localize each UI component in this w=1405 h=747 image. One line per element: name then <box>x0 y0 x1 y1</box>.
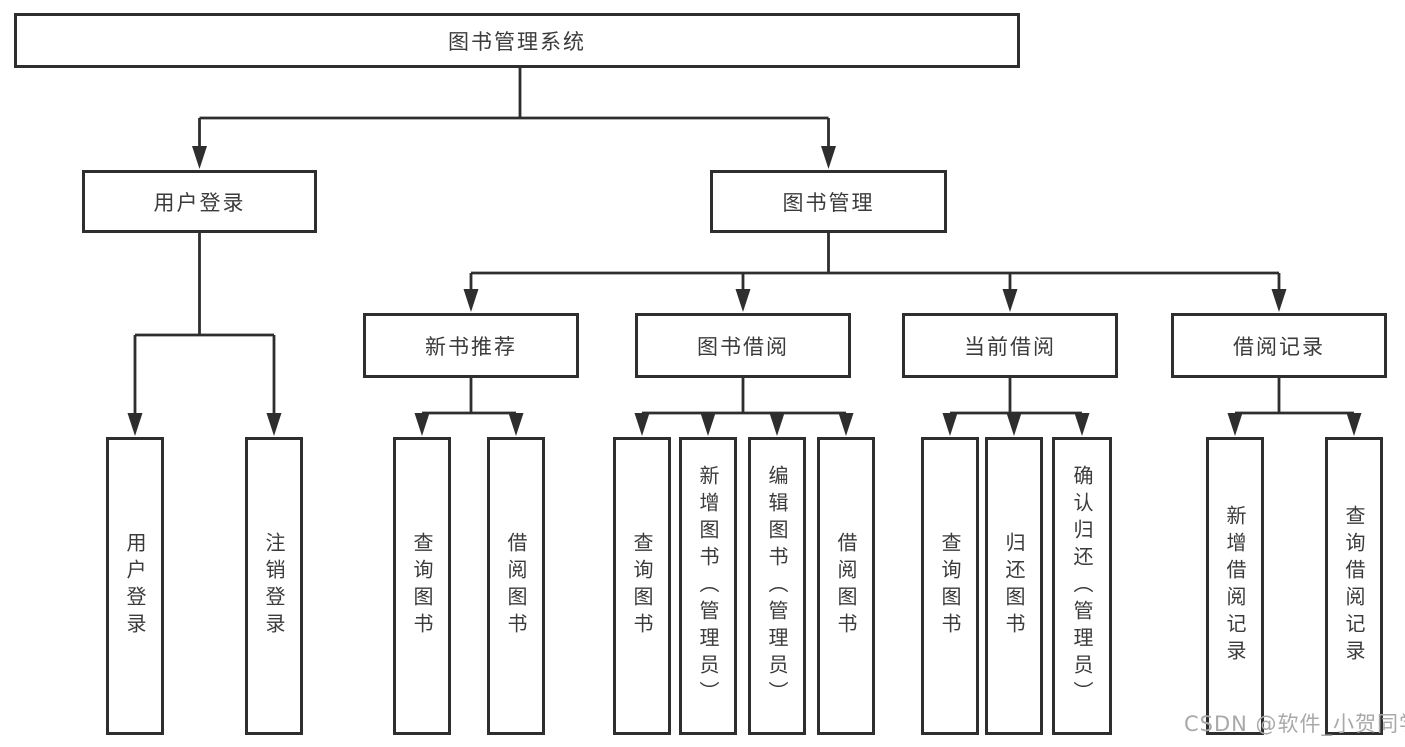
leaf-records-add-borrow-record: 新增借阅记录 <box>1206 437 1264 735</box>
node-book-management: 图书管理 <box>710 170 947 233</box>
leaf-newbook-borrow-books: 借阅图书 <box>487 437 545 735</box>
csdn-watermark: CSDN @软件_小贺同学 <box>1184 712 1405 736</box>
leaf-borrow-add-books-admin: 新增图书（管理员） <box>679 437 737 735</box>
node-borrow-records: 借阅记录 <box>1171 313 1387 378</box>
leaf-borrow-edit-books-admin: 编辑图书（管理员） <box>748 437 806 735</box>
node-current-borrow: 当前借阅 <box>902 313 1118 378</box>
connector-arrowheads <box>127 146 1362 436</box>
leaf-current-query-books: 查询图书 <box>921 437 979 735</box>
leaf-borrow-borrow-books: 借阅图书 <box>817 437 875 735</box>
leaf-records-query-borrow-record: 查询借阅记录 <box>1325 437 1383 735</box>
node-user-login: 用户登录 <box>82 170 317 233</box>
leaf-user-login: 用户登录 <box>106 437 164 735</box>
node-book-borrow: 图书借阅 <box>635 313 851 378</box>
leaf-current-return-books: 归还图书 <box>985 437 1043 735</box>
node-root-system: 图书管理系统 <box>14 13 1020 68</box>
node-new-book-recommend: 新书推荐 <box>363 313 579 378</box>
leaf-logout-login: 注销登录 <box>245 437 303 735</box>
leaf-newbook-query-books: 查询图书 <box>393 437 451 735</box>
leaf-borrow-query-books: 查询图书 <box>613 437 671 735</box>
leaf-current-confirm-return-admin: 确认归还（管理员） <box>1052 437 1112 735</box>
